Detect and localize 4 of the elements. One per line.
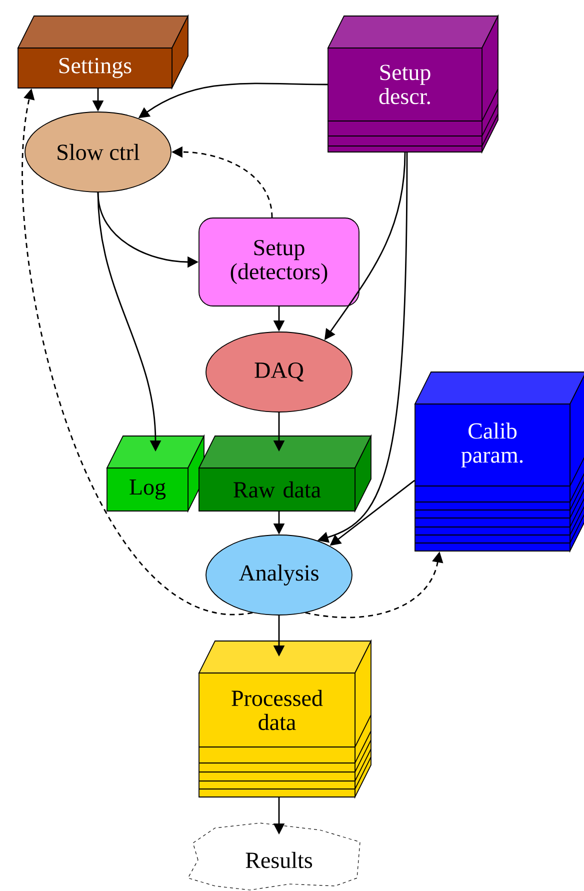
rounded-box: Setup (detectors) (198, 218, 360, 306)
ellipse-node: DAQ (206, 332, 352, 412)
ellipse-node: Slow ctrl (24, 112, 172, 192)
ellipse-node: Analysis (206, 534, 352, 616)
